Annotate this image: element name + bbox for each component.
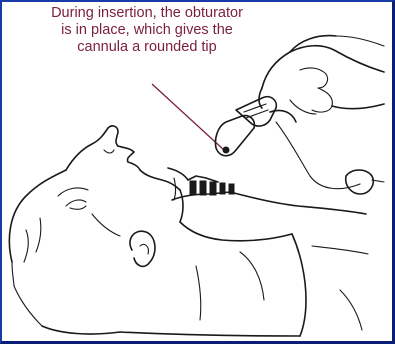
ear: [130, 231, 155, 266]
pilot-balloon-line: [276, 122, 360, 189]
obturator-tip: [223, 147, 229, 153]
patient-torso: [120, 196, 368, 336]
caption-line-1: During insertion, the obturator: [6, 5, 288, 22]
caption-leader-line: [152, 84, 224, 150]
tracheostomy-tube: [215, 97, 384, 194]
patient-head: [9, 126, 183, 334]
caption-line-2: is in place, which gives the: [6, 22, 288, 39]
eye: [66, 200, 86, 206]
trachea: [168, 168, 246, 200]
caption: During insertion, the obturator is in pl…: [6, 5, 288, 56]
pilot-balloon: [346, 170, 374, 194]
caption-line-3: cannula a rounded tip: [6, 39, 288, 56]
